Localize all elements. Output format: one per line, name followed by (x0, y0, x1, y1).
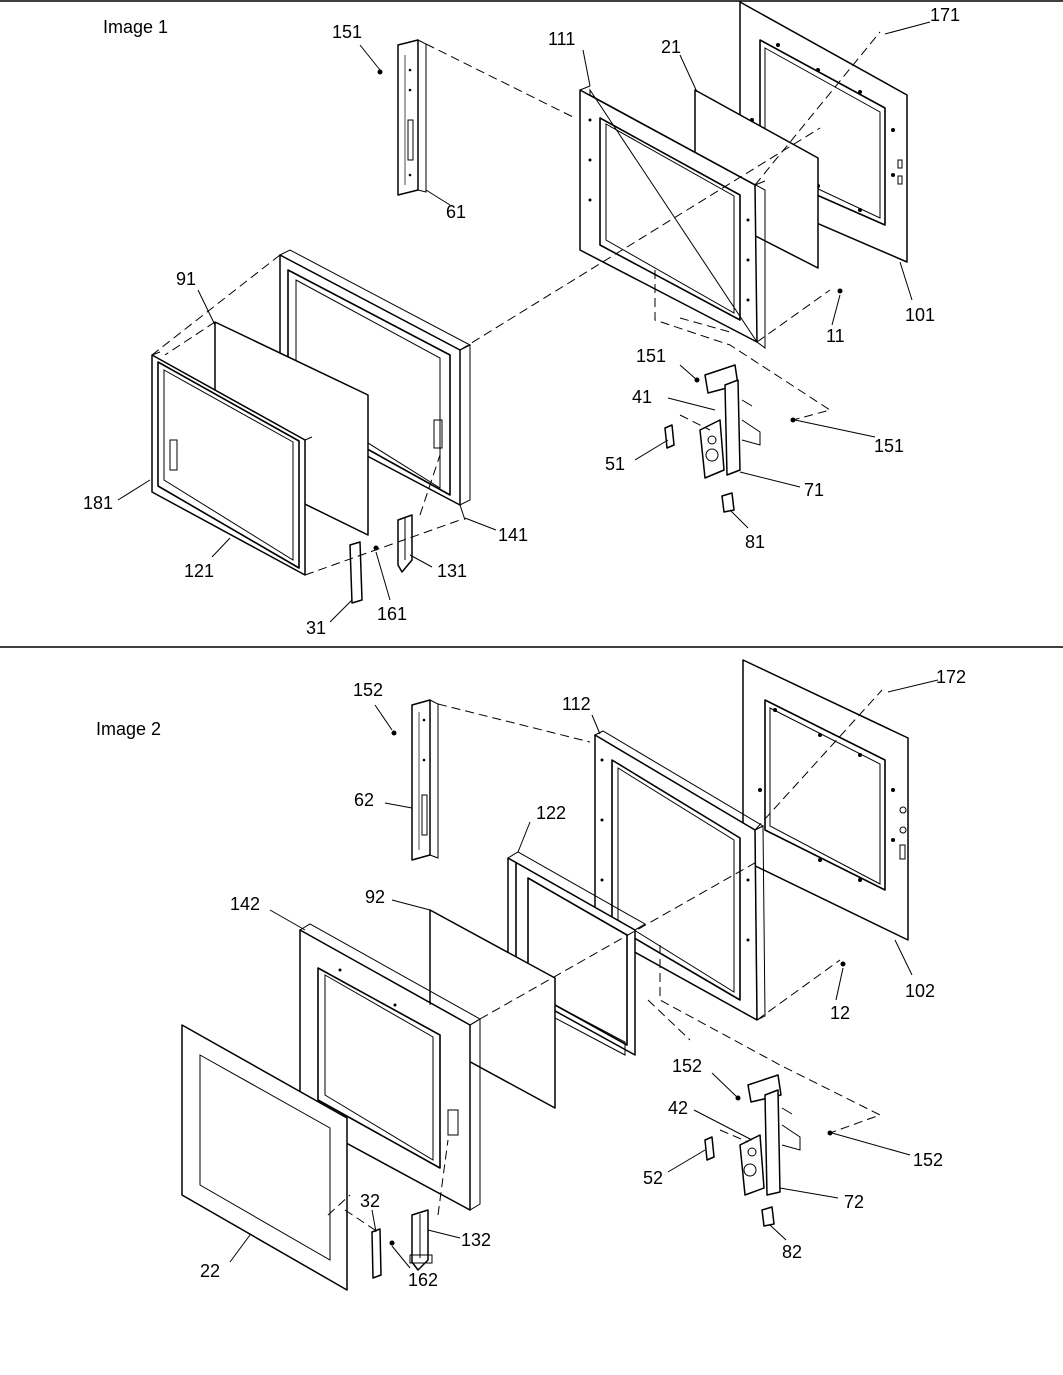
part-111-inner-frame (579, 85, 766, 349)
part-52-clip (704, 1136, 715, 1161)
part-62-hinge-rail (411, 699, 439, 861)
part-131-latch (397, 514, 413, 573)
callout-152-upper: 152 (672, 1056, 703, 1076)
part-72-hinge-assembly (739, 1074, 801, 1196)
callout-61: 61 (446, 202, 467, 222)
callout-102: 102 (905, 981, 936, 1001)
part-122-window-frame (507, 851, 646, 1056)
callout-22: 22 (200, 1261, 221, 1281)
callout-111: 111 (548, 29, 576, 49)
callout-142: 142 (230, 894, 261, 914)
callout-12: 12 (830, 1003, 851, 1023)
part-11-screw (837, 288, 843, 294)
callout-121: 121 (184, 561, 215, 581)
callout-122: 122 (536, 803, 567, 823)
callout-171: 171 (930, 5, 961, 25)
callout-leader-lines (117, 21, 939, 1269)
part-22-outer-panel (181, 1024, 348, 1291)
callout-91: 91 (176, 269, 197, 289)
callout-161: 161 (377, 604, 408, 624)
callout-81: 81 (745, 532, 766, 552)
callout-141: 141 (498, 525, 529, 545)
callout-172: 172 (936, 667, 967, 687)
callout-101: 101 (905, 305, 936, 325)
view-1-title: Image 1 (103, 17, 169, 37)
part-71-hinge-assembly (699, 364, 761, 479)
callout-71: 71 (804, 480, 825, 500)
part-141-door-shell (278, 249, 472, 521)
callout-41: 41 (632, 387, 653, 407)
part-12-screw (840, 961, 846, 967)
callout-11: 11 (826, 326, 845, 346)
callout-132: 132 (461, 1230, 492, 1250)
part-61-hinge-rail (397, 39, 427, 196)
view-2-title: Image 2 (96, 719, 162, 739)
callout-32: 32 (360, 1191, 381, 1211)
part-151-screw (377, 69, 383, 75)
callout-31: 31 (306, 618, 327, 638)
callout-62: 62 (354, 790, 375, 810)
callout-52: 52 (643, 1168, 664, 1188)
callout-151-right: 151 (874, 436, 905, 456)
part-172-outer-frame (742, 659, 909, 941)
callout-42: 42 (668, 1098, 689, 1118)
part-81-bracket (721, 492, 735, 513)
part-162-screw (389, 1240, 395, 1246)
view-2-drawing (181, 659, 909, 1291)
part-132-latch (409, 1209, 433, 1271)
view-1-alignment-lines (151, 31, 881, 576)
part-32-strip (371, 1228, 382, 1279)
callout-152: 152 (353, 680, 384, 700)
callout-21: 21 (661, 37, 682, 57)
part-51-clip (664, 424, 675, 449)
view-1-drawing (151, 1, 908, 604)
part-31-strip (349, 541, 363, 604)
callout-162: 162 (408, 1270, 439, 1290)
callout-151-upper: 151 (636, 346, 667, 366)
view-2-alignment-lines (327, 689, 883, 1231)
callout-112: 112 (562, 694, 591, 714)
part-82-bracket (761, 1206, 775, 1227)
callout-151: 151 (332, 22, 363, 42)
callout-51: 51 (605, 454, 626, 474)
callout-82: 82 (782, 1242, 803, 1262)
part-152-screw (391, 730, 397, 736)
callout-131: 131 (437, 561, 468, 581)
callout-92: 92 (365, 887, 386, 907)
callout-72: 72 (844, 1192, 865, 1212)
callout-181: 181 (83, 493, 114, 513)
callout-152-right: 152 (913, 1150, 944, 1170)
